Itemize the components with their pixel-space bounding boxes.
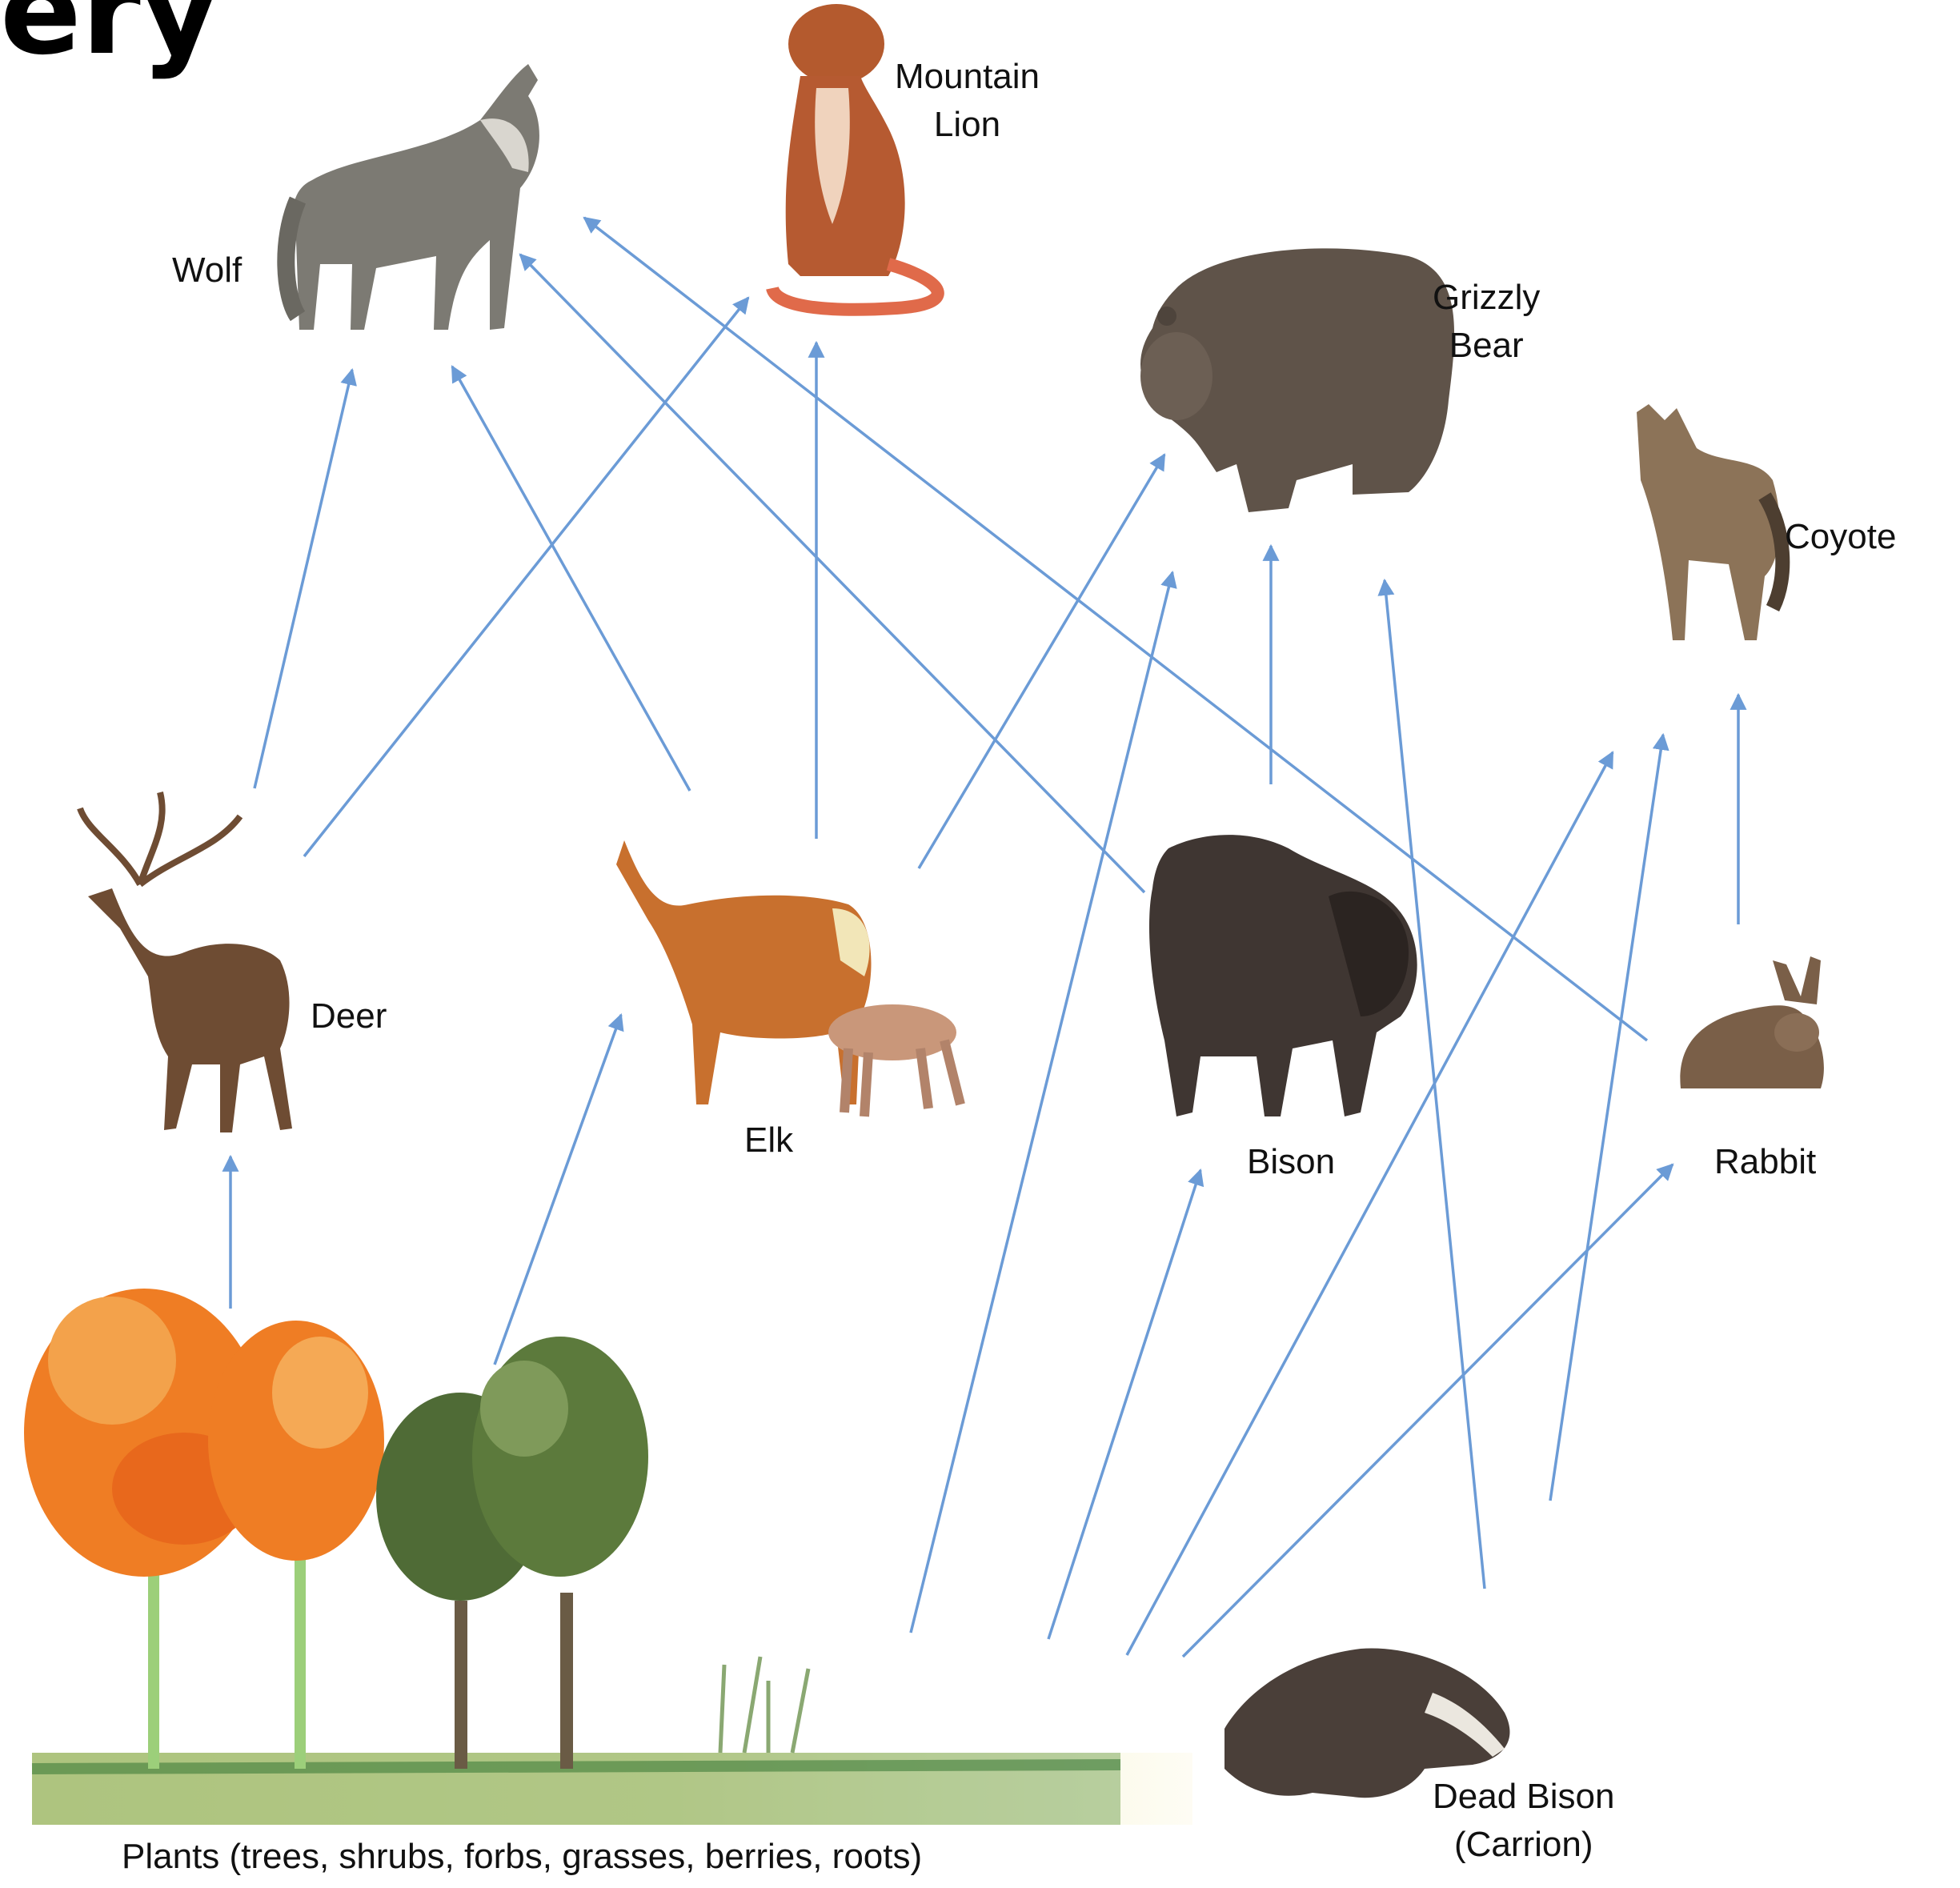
coyote-label: Coyote [1785,513,1896,561]
mountain-lion-label-line1: Mountain [895,53,1040,101]
arrow-elk-to-grizzly-bear [919,455,1164,868]
bison-label: Bison [1247,1138,1335,1186]
arrow-elk-to-wolf [452,367,690,791]
deer-label: Deer [311,992,387,1040]
arrow-deer-to-wolf [255,370,352,788]
arrow-plants-to-rabbit [1183,1164,1673,1657]
grizzly-bear-label-line1: Grizzly [1433,274,1540,322]
arrow-plants-to-bison [1048,1170,1200,1639]
arrow-plants-to-grizzly-bear [911,572,1172,1633]
grizzly-bear-label: Grizzly Bear [1433,274,1540,370]
wolf-label: Wolf [172,247,242,295]
arrow-dead-bison-to-coyote [1550,735,1663,1501]
food-web-edges [230,218,1738,1657]
mountain-lion-label-line2: Lion [895,101,1040,149]
arrow-plants-to-coyote [1127,752,1613,1655]
dead-bison-label-line2: (Carrion) [1433,1821,1614,1869]
rabbit-label: Rabbit [1714,1138,1816,1186]
arrow-plants-to-elk [495,1015,621,1365]
arrow-bison-to-wolf [520,255,1144,892]
grizzly-bear-label-line2: Bear [1433,322,1540,370]
dead-bison-label: Dead Bison (Carrion) [1433,1773,1614,1869]
elk-label: Elk [744,1116,793,1164]
plants-label: Plants (trees, shrubs, forbs, grasses, b… [122,1833,922,1881]
mountain-lion-label: Mountain Lion [895,53,1040,149]
dead-bison-label-line1: Dead Bison [1433,1773,1614,1821]
arrow-deer-to-mountain-lion [304,298,748,856]
